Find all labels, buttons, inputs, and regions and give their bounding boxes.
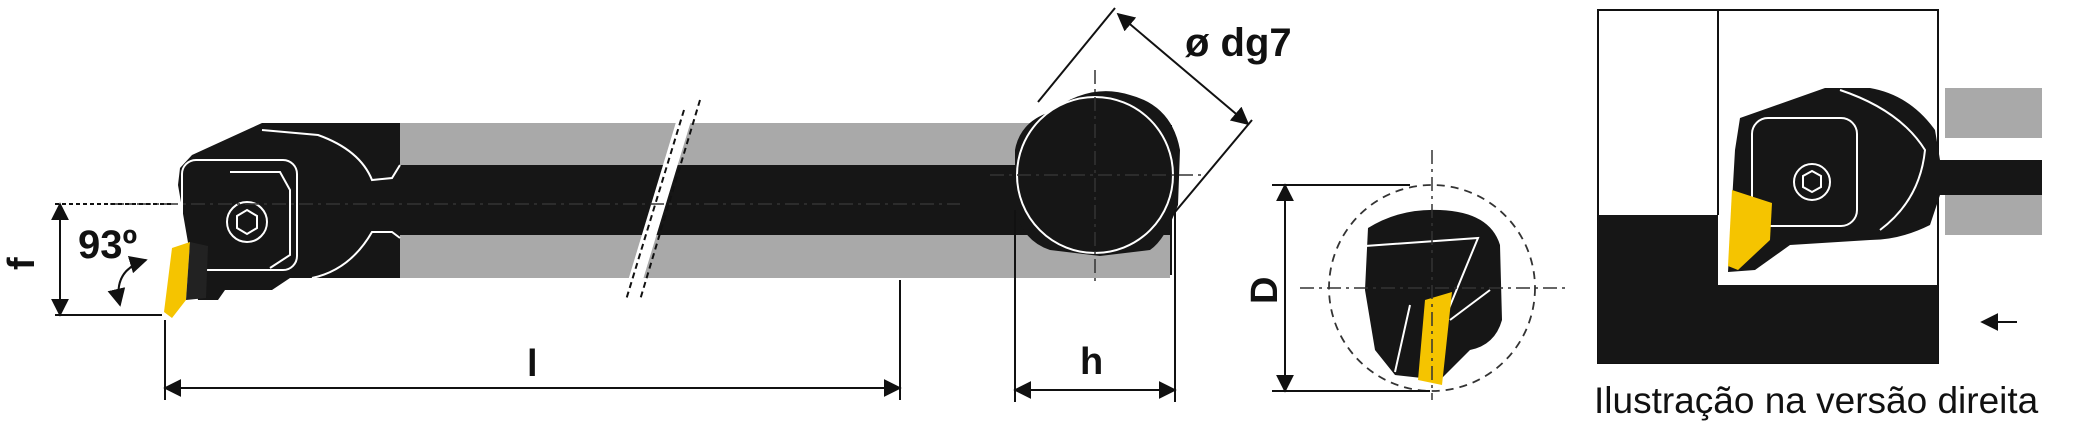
hex-socket-screw-icon: [1793, 163, 1831, 201]
end-view-section: [1015, 91, 1180, 256]
illustration-pocket: [1751, 117, 1858, 227]
illustration-shank-flat-bottom: [1945, 195, 2042, 235]
side-view: f 93º l: [1, 97, 1172, 400]
hex-socket-screw-icon: [226, 201, 268, 243]
diameter-label: ø dg7: [1185, 21, 1292, 65]
angle-label: 93º: [78, 223, 137, 267]
shank-flat-top-left: [400, 123, 715, 165]
D-label: D: [1244, 277, 1286, 304]
illustration-caption: Ilustração na versão direita: [1594, 380, 2039, 421]
f-label: f: [1, 257, 43, 270]
diameter-dimension-line: [1116, 12, 1250, 126]
workpiece: [1598, 215, 1938, 363]
head-contour-lower: [311, 231, 401, 279]
head-contour: [261, 129, 401, 182]
break-mark-icon: [621, 97, 701, 308]
insert-pocket: [181, 159, 298, 271]
right-hand-illustration: Ilustração na versão direita: [1594, 9, 2042, 421]
bore-view: D: [1244, 150, 1570, 400]
angle-arc: [107, 255, 148, 307]
end-view: ø dg7 h: [990, 7, 1292, 402]
l-label: l: [527, 343, 538, 385]
illustration-shank-flat-top: [1945, 88, 2042, 138]
bore-view-tool: [1365, 209, 1502, 380]
shank-flat-bottom-left: [400, 235, 665, 278]
bore-view-insert: [1418, 292, 1452, 385]
h-label: h: [1080, 341, 1103, 383]
illustration-insert: [1728, 190, 1772, 270]
cutting-insert: [164, 242, 190, 318]
